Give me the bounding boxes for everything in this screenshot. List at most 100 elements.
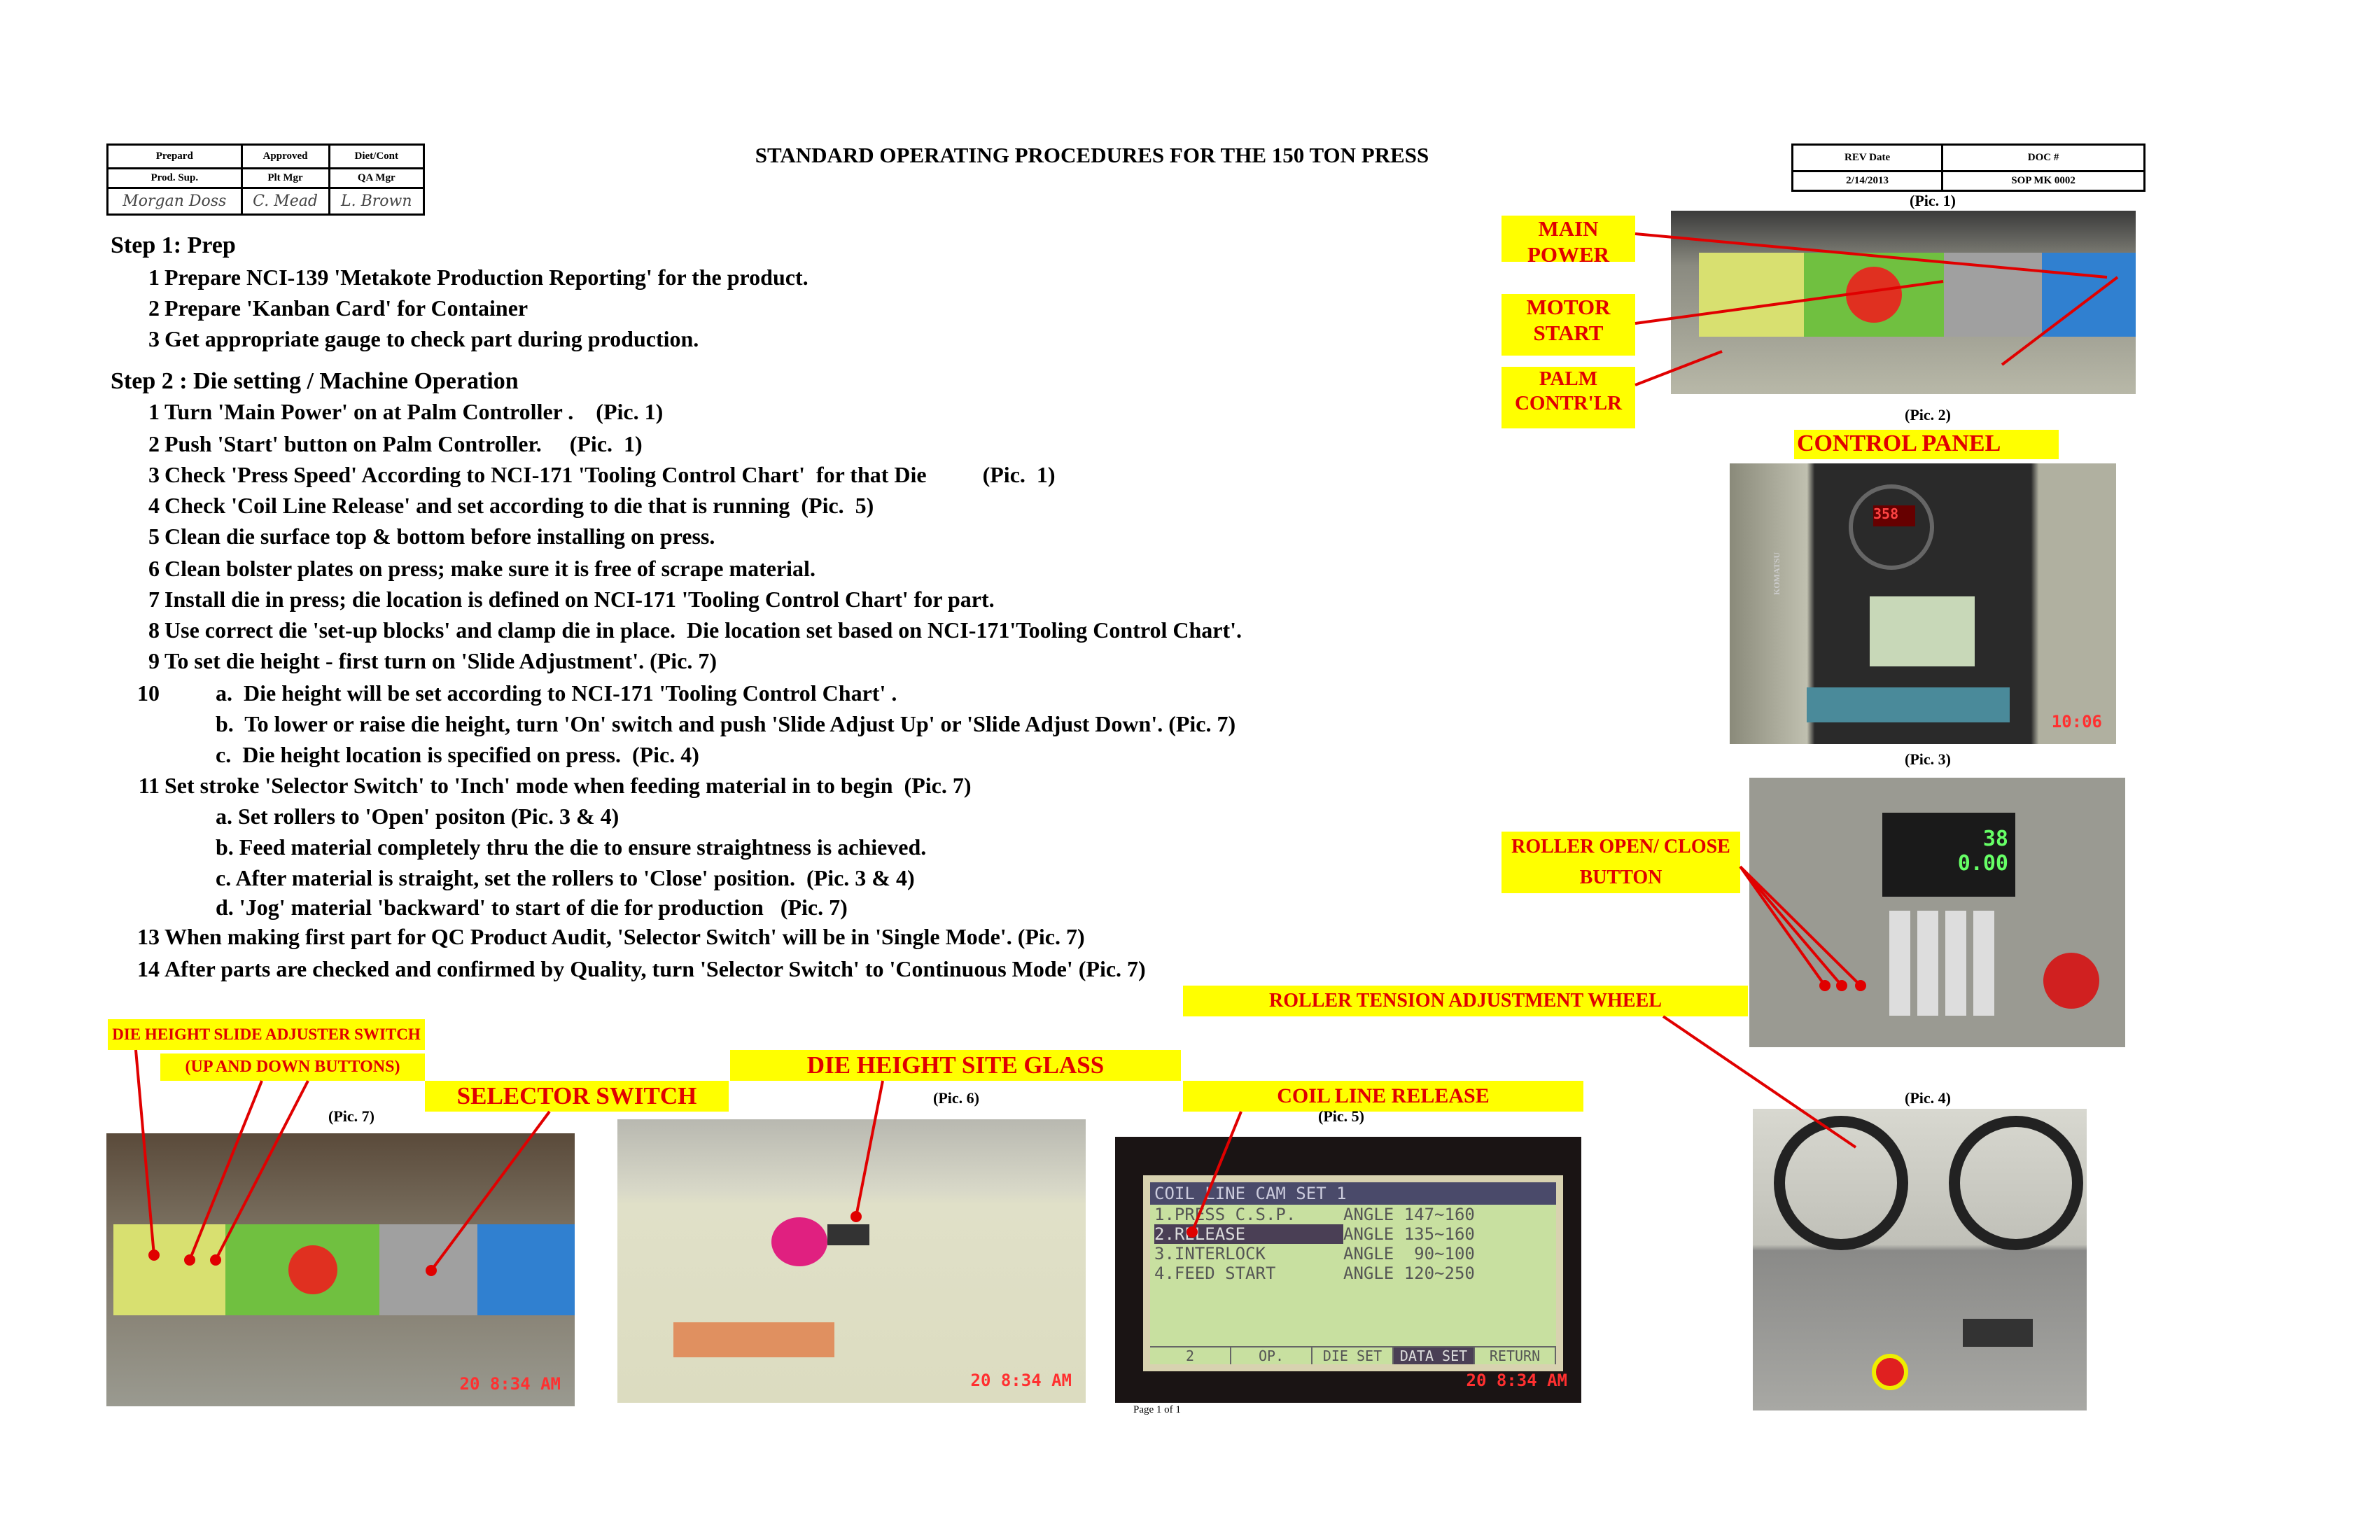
step2-heading: Step 2 : Die setting / Machine Operation (111, 368, 519, 394)
photo-operator-panel: 38 0.00 (1749, 778, 2125, 1047)
item-number: 6 (148, 556, 160, 581)
lcd-function-key: OP. (1231, 1348, 1312, 1364)
item-text: To set die height - first turn on 'Slide… (164, 648, 718, 673)
coil-line-lcd: COIL LINE CAM SET 1 1.PRESS C.S.P.ANGLE … (1143, 1175, 1563, 1371)
item-text: When making first part for QC Product Au… (164, 924, 1085, 949)
label-control-panel: CONTROL PANEL (1794, 430, 2059, 459)
page-number: Page 1 of 1 (1133, 1404, 1181, 1415)
doc-number: SOP MK 0002 (1941, 170, 2146, 192)
item-text: Prepare 'Kanban Card' for Container (164, 295, 528, 321)
rev-date: 2/14/2013 (1791, 170, 1944, 192)
caption-pic3: (Pic. 3) (1905, 750, 1951, 768)
caption-pic5: (Pic. 5) (1318, 1107, 1364, 1125)
item-text: Clean bolster plates on press; make sure… (164, 556, 816, 581)
photo-slide-adjust-selector: 20 8:34 AM (106, 1133, 575, 1406)
role-title: Prod. Sup. (106, 167, 243, 189)
item-number: 1 (148, 399, 160, 424)
item-text: Set stroke 'Selector Switch' to 'Inch' m… (164, 773, 972, 798)
role: Approved (240, 144, 330, 169)
rev-date-label: REV Date (1791, 144, 1944, 172)
lcd-row-angle: ANGLE 120~250 (1343, 1264, 1475, 1283)
caption-pic4: (Pic. 4) (1905, 1089, 1951, 1107)
photo-control-panel: 358 KOMATSU 10:06 (1730, 463, 2116, 744)
photo-tension-wheel (1753, 1109, 2087, 1410)
role-title: QA Mgr (328, 167, 425, 189)
spm-display: 358 (1873, 505, 1915, 526)
item-number: 9 (148, 648, 160, 673)
item-text: Prepare NCI-139 'Metakote Production Rep… (164, 265, 808, 290)
item-text: a. Die height will be set according to N… (216, 680, 897, 706)
role: Prepard (106, 144, 243, 169)
step1-heading: Step 1: Prep (111, 232, 236, 258)
label-motor-start: MOTOR START (1502, 294, 1635, 356)
document-title: STANDARD OPERATING PROCEDURES FOR THE 15… (755, 143, 1429, 167)
display-value: 38 (1982, 827, 2008, 851)
item-number: 10 (137, 680, 160, 706)
item-text: c. After material is straight, set the r… (216, 865, 915, 890)
timestamp: 20 8:34 AM (1466, 1371, 1568, 1390)
item-text: b. To lower or raise die height, turn 'O… (216, 711, 1236, 736)
item-number: 2 (148, 431, 160, 456)
label-coil-line-release: COIL LINE RELEASE (1183, 1081, 1583, 1112)
photo-press-coil-screen: COIL LINE CAM SET 1 1.PRESS C.S.P.ANGLE … (1115, 1137, 1581, 1403)
lcd-row: 4.FEED START ANGLE 120~250 (1150, 1264, 1556, 1283)
item-text: Get appropriate gauge to check part duri… (164, 326, 699, 351)
role-title: Plt Mgr (240, 167, 330, 189)
item-number: 4 (148, 493, 160, 518)
lcd-row-name: 2.RELEASE (1154, 1224, 1343, 1244)
item-text: Use correct die 'set-up blocks' and clam… (164, 617, 1242, 643)
lcd-row-angle: ANGLE 90~100 (1343, 1244, 1475, 1264)
item-text: After parts are checked and confirmed by… (164, 956, 1146, 981)
item-text: Clean die surface top & bottom before in… (164, 524, 715, 549)
item-number: 5 (148, 524, 160, 549)
doc-label: DOC # (1941, 144, 2146, 172)
lcd-row: 1.PRESS C.S.P. ANGLE 147~160 (1150, 1205, 1556, 1224)
label-selector-switch: SELECTOR SWITCH (425, 1081, 729, 1112)
item-text: Push 'Start' button on Palm Controller. … (164, 431, 643, 456)
caption-pic2: (Pic. 2) (1905, 406, 1951, 424)
item-text: Install die in press; die location is de… (164, 587, 995, 612)
lcd-function-key: 2 (1150, 1348, 1231, 1364)
caption-pic7: (Pic. 7) (328, 1107, 374, 1125)
lcd-function-key: DATA SET (1394, 1348, 1475, 1364)
lcd-function-key: RETURN (1475, 1348, 1556, 1364)
item-number: 7 (148, 587, 160, 612)
item-number: 2 (148, 295, 160, 321)
lcd-row-name: 4.FEED START (1154, 1264, 1276, 1283)
item-number: 3 (148, 326, 160, 351)
lcd-row-name: 1.PRESS C.S.P. (1154, 1205, 1296, 1224)
photo-palm-controller (1671, 211, 2136, 394)
lcd-row-angle: ANGLE 135~160 (1343, 1224, 1475, 1244)
label-palm-controller: PALM CONTR'LR (1502, 367, 1635, 428)
signature: L. Brown (328, 187, 425, 216)
item-number: 3 (148, 462, 160, 487)
label-roller-tension: ROLLER TENSION ADJUSTMENT WHEEL (1183, 986, 1748, 1016)
role: Diet/Cont (328, 144, 425, 169)
item-number: 1 (148, 265, 160, 290)
item-text: c. Die height location is specified on p… (216, 742, 699, 767)
label-die-height-site-glass: DIE HEIGHT SITE GLASS (730, 1050, 1181, 1081)
item-text: Check 'Press Speed' According to NCI-171… (164, 462, 1056, 487)
caption-pic6: (Pic. 6) (933, 1089, 979, 1107)
item-number: 11 (138, 773, 160, 798)
brand: KOMATSU (1772, 552, 1782, 595)
label-die-height-slide: DIE HEIGHT SLIDE ADJUSTER SWITCH (108, 1019, 425, 1050)
item-number: 8 (148, 617, 160, 643)
signature: C. Mead (240, 187, 330, 216)
timestamp: 10:06 (2051, 712, 2102, 732)
label-up-down-buttons: (UP AND DOWN BUTTONS) (160, 1054, 425, 1081)
item-text: a. Set rollers to 'Open' positon (Pic. 3… (216, 804, 620, 829)
signature: Morgan Doss (106, 187, 243, 216)
display-value: 0.00 (1957, 851, 2008, 876)
item-number: 14 (137, 956, 160, 981)
lcd-row-angle: ANGLE 147~160 (1343, 1205, 1475, 1224)
label-roller-open-close: ROLLER OPEN/ CLOSE BUTTON (1502, 832, 1740, 893)
lcd-function-key: DIE SET (1312, 1348, 1394, 1364)
item-text: Check 'Coil Line Release' and set accord… (164, 493, 874, 518)
timestamp: 20 8:34 AM (970, 1371, 1072, 1390)
lcd-row-name: 3.INTERLOCK (1154, 1244, 1266, 1264)
item-number: 13 (137, 924, 160, 949)
